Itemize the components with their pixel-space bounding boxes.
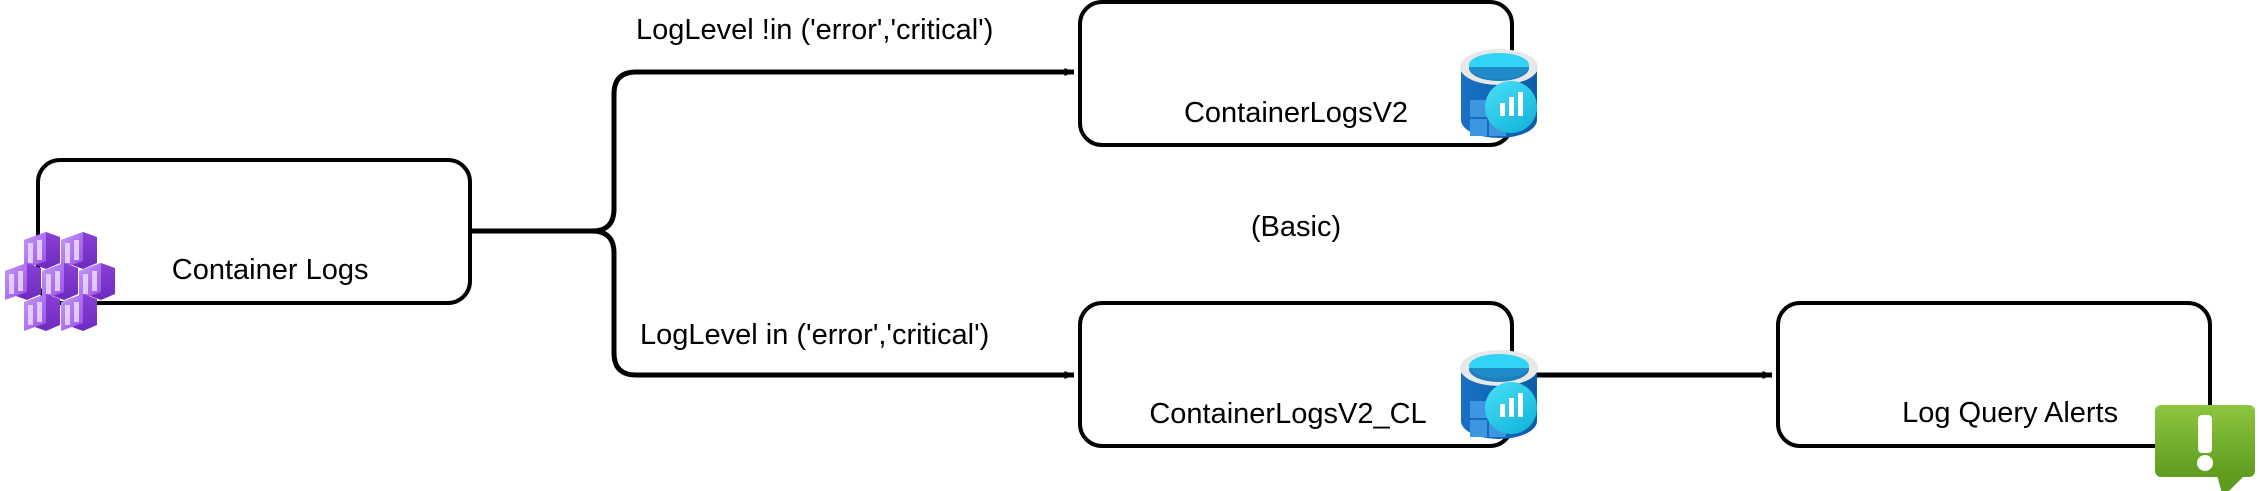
node-box-container-logs-v2-basic[interactable] <box>1078 0 1514 147</box>
node-box-log-query-alerts[interactable] <box>1776 301 2212 448</box>
alert-icon <box>2155 405 2255 491</box>
edge-label-to-analytics: LogLevel in ('error','critical') <box>640 319 990 351</box>
log-analytics-workspace-icon <box>1460 350 1538 439</box>
connector-to-analytics <box>591 228 1075 379</box>
node-box-container-logs-v2-cl-analytics[interactable] <box>1078 301 1514 448</box>
log-analytics-workspace-icon <box>1460 49 1538 138</box>
connector-to-basic <box>591 68 1075 234</box>
containers-icon <box>5 232 115 331</box>
edge-label-to-basic: LogLevel !in ('error','critical') <box>636 14 994 46</box>
